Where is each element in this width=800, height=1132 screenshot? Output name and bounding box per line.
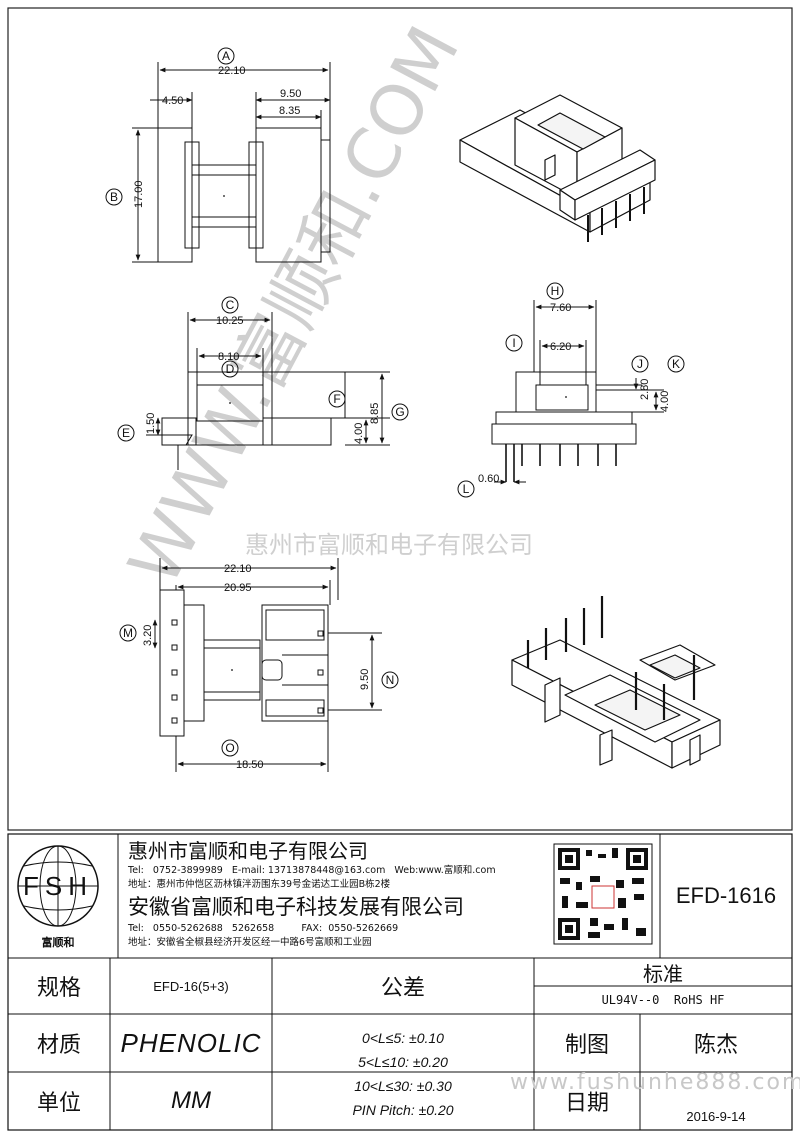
label-f: F	[333, 392, 340, 406]
technical-drawing: 惠州市富顺和电子有限公司 WWW.富顺和.COM 22.10 4.50 9.50…	[7, 7, 793, 831]
tolerance-list: 0<L≤5: ±0.10 5<L≤10: ±0.20 10<L≤30: ±0.3…	[272, 1026, 534, 1122]
isometric-view-bottom	[511, 639, 721, 769]
spec-label: 规格	[36, 976, 81, 1001]
dim-2-80: 2.80	[639, 379, 651, 400]
tolerance-label: 公差	[380, 976, 425, 1001]
title-block-grid	[7, 833, 793, 1131]
label-e: E	[122, 426, 130, 440]
watermark-url: www.fushunhe888.com	[510, 1070, 800, 1095]
dim-4-50: 4.50	[162, 95, 183, 107]
company2-name: 安徽省富顺和电子科技发展有限公司	[128, 895, 464, 919]
dim-20-95: 20.95	[224, 582, 252, 594]
standard-value: UL94V--0 RoHS HF	[601, 993, 725, 1007]
label-o: O	[225, 741, 234, 755]
unit-value: MM	[171, 1087, 211, 1114]
dim-4-00-side: 4.00	[659, 391, 671, 412]
label-b: B	[110, 190, 118, 204]
company1-address: 地址：惠州市仲恺区沥林镇泮沥围东39号金诺达工业园B栋2楼	[128, 879, 391, 890]
tolerance-1: 0<L≤5: ±0.10	[362, 1030, 444, 1046]
label-a-circle	[217, 47, 235, 65]
dim-7-60: 7.60	[550, 302, 571, 314]
material-label: 材质	[36, 1033, 81, 1058]
label-h: H	[551, 284, 560, 298]
company2-tel: Tel: 0550-5262688 5262658 FAX: 0550-5262…	[128, 923, 399, 934]
front-view	[146, 312, 390, 470]
dim-10-25: 10.25	[216, 315, 244, 327]
label-d: D	[226, 362, 235, 376]
isometric-view-top	[459, 94, 656, 233]
dim-9-50-bottom: 9.50	[359, 669, 371, 690]
dim-3-20: 3.20	[142, 625, 154, 646]
company1-tel: Tel: 0752-3899989 E-mail: 13713878448@16…	[128, 865, 496, 876]
dim-0-60: 0.60	[478, 473, 499, 485]
label-m: M	[123, 626, 133, 640]
dim-8-10: 8.10	[218, 351, 239, 363]
dim-8-35: 8.35	[279, 105, 300, 117]
side-view	[491, 300, 664, 445]
watermark-company: 惠州市富顺和电子有限公司	[245, 531, 533, 559]
title-block: FSH 富顺和 惠州市富顺和电子有限公司 Tel: 0752-3899989 E…	[0, 832, 800, 1132]
dim-9-50: 9.50	[280, 88, 301, 100]
tolerance-3: 10<L≤30: ±0.30	[354, 1078, 452, 1094]
dim-18-50: 18.50	[236, 759, 264, 771]
drawing-frame	[7, 7, 793, 831]
dim-4-00-front: 4.00	[353, 423, 365, 444]
label-j: J	[637, 357, 643, 371]
dim-8-85: 8.85	[369, 403, 381, 424]
company2-address: 地址：安徽省全椒县经济开发区经一中路6号富顺和工业园	[128, 937, 372, 948]
tolerance-2: 5<L≤10: ±0.20	[358, 1054, 448, 1070]
drawn-value: 陈杰	[693, 1033, 738, 1058]
dim-17-00: 17.00	[133, 180, 145, 208]
dim-22-10-top: 22.10	[218, 65, 246, 77]
tolerance-pin: PIN Pitch: ±0.20	[352, 1102, 454, 1118]
dim-1-50: 1.50	[145, 413, 157, 434]
label-n: N	[386, 673, 395, 687]
label-a: A	[222, 49, 230, 63]
drawn-label: 制图	[564, 1033, 609, 1058]
top-view	[132, 62, 331, 263]
logo-caption: 富顺和	[41, 936, 75, 949]
unit-label: 单位	[36, 1091, 81, 1116]
standard-label: 标准	[643, 961, 683, 986]
dim-6-20: 6.20	[550, 341, 571, 353]
date-label: 日期	[564, 1091, 609, 1116]
label-c: C	[226, 298, 235, 312]
company1-name: 惠州市富顺和电子有限公司	[128, 839, 368, 863]
logo-text: FSH	[23, 870, 93, 901]
label-l: L	[463, 482, 470, 496]
label-k: K	[672, 357, 680, 371]
part-number: EFD-1616	[675, 883, 777, 908]
spec-value: EFD-16(5+3)	[153, 978, 229, 994]
label-g: G	[395, 405, 404, 419]
date-value: 2016-9-14	[686, 1109, 746, 1124]
label-i: I	[512, 336, 515, 350]
company-info: 惠州市富顺和电子有限公司 Tel: 0752-3899989 E-mail: 1…	[128, 838, 548, 950]
bottom-view	[159, 558, 382, 772]
dim-22-10-bottom: 22.10	[224, 563, 252, 575]
material-value: PHENOLIC	[120, 1027, 262, 1058]
